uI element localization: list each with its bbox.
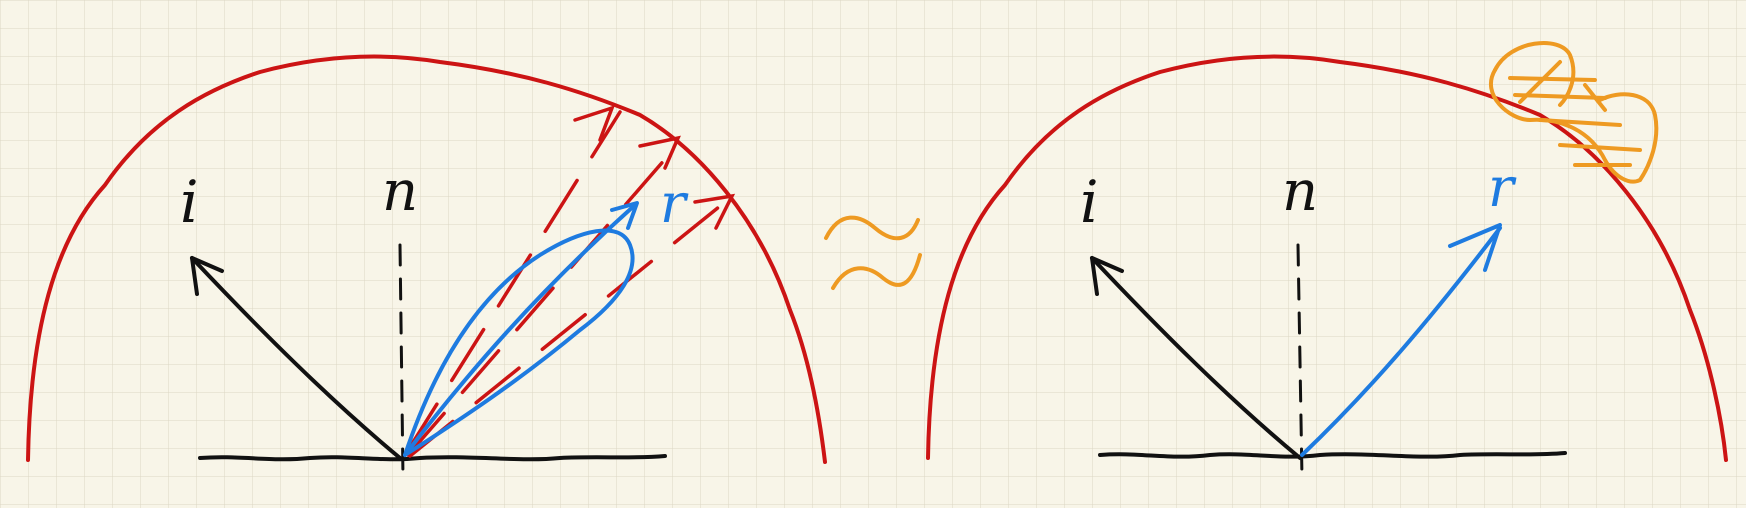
left-incident-arrow bbox=[190, 256, 402, 460]
left-reflected-arrowhead bbox=[610, 201, 639, 230]
right-incident-arrowhead bbox=[1090, 256, 1124, 296]
scatter-ray-1 bbox=[403, 110, 622, 457]
left-incident-label: i bbox=[180, 168, 199, 236]
right-reflected-arrow bbox=[1300, 226, 1502, 457]
right-normal-label: n bbox=[1282, 159, 1318, 224]
scatter-arrowhead-3 bbox=[693, 193, 736, 230]
right-incident-label: i bbox=[1080, 168, 1099, 236]
right-reflected-arrowhead bbox=[1448, 223, 1502, 272]
right-panel bbox=[926, 41, 1728, 480]
left-reflect-label: r bbox=[660, 172, 689, 235]
scatter-arrowhead-1 bbox=[573, 105, 615, 142]
right-normal-line bbox=[1296, 243, 1304, 480]
left-specular-lobe bbox=[403, 228, 635, 457]
left-scatter-rays bbox=[403, 105, 736, 458]
scribble-icon bbox=[1488, 41, 1659, 184]
left-normal-label: n bbox=[382, 159, 418, 224]
left-normal-line bbox=[398, 243, 405, 480]
scatter-ray-3 bbox=[408, 196, 732, 458]
scatter-ray-2 bbox=[406, 140, 682, 457]
right-incident-arrow bbox=[1090, 256, 1302, 460]
right-surface bbox=[1098, 451, 1567, 459]
right-reflect-label: r bbox=[1488, 156, 1517, 219]
right-hemisphere bbox=[926, 54, 1728, 462]
left-incident-arrowhead bbox=[190, 256, 224, 296]
left-surface bbox=[198, 454, 667, 462]
left-reflected-arrow bbox=[403, 203, 637, 457]
left-panel bbox=[26, 54, 827, 480]
approx-icon bbox=[824, 215, 922, 290]
scatter-arrowhead-2 bbox=[638, 135, 681, 170]
left-hemisphere bbox=[26, 54, 827, 464]
